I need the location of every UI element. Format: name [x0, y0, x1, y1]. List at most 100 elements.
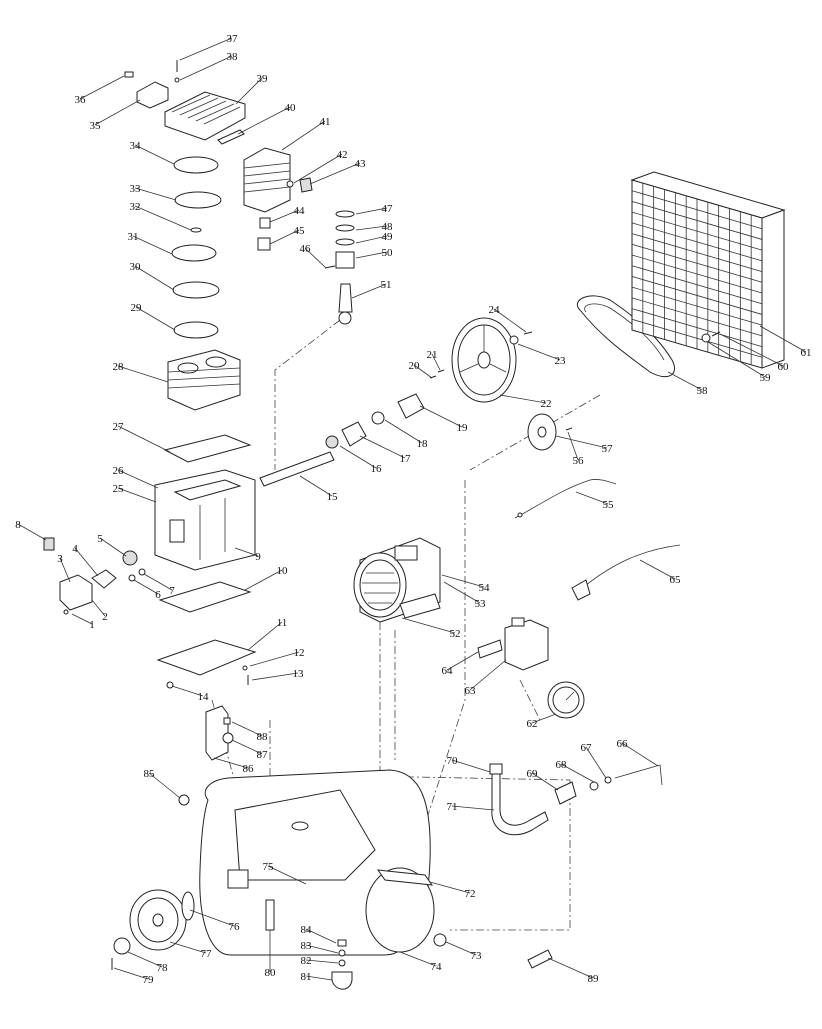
fitting-44: [259, 217, 271, 229]
leader-line-67: [585, 746, 607, 779]
leader-line-50: [355, 251, 388, 259]
callout-84: 84: [301, 924, 313, 936]
callout-69: 69: [527, 768, 539, 780]
callout-4: 4: [72, 543, 78, 555]
filter-grid-line: [631, 308, 763, 347]
bearing-16: [325, 435, 339, 449]
callout-2: 2: [102, 611, 108, 623]
callout-81: 81: [301, 971, 312, 983]
callout-38: 38: [227, 51, 239, 63]
callout-20: 20: [409, 360, 421, 372]
screw-14: [166, 681, 174, 689]
gasket-29: [173, 321, 219, 339]
foot-76: [227, 869, 249, 889]
callout-63: 63: [465, 685, 477, 697]
leader-line-19: [419, 405, 463, 428]
leader-line-85: [148, 772, 181, 799]
leader-line-73: [445, 941, 477, 956]
plate-17: [341, 421, 367, 447]
leader-line-71: [451, 805, 495, 811]
belt-inner-58: [584, 303, 665, 361]
ring-68: [589, 781, 599, 791]
leader-line-81: [305, 975, 333, 981]
callout-23: 23: [555, 355, 567, 367]
nut-43: [299, 177, 313, 193]
callout-79: 79: [143, 974, 155, 986]
callout-61: 61: [801, 347, 812, 359]
screw-21: [437, 369, 445, 373]
leader-line-33: [134, 187, 177, 201]
leader-line-74: [399, 951, 437, 967]
callout-3: 3: [57, 553, 63, 565]
callout-10: 10: [277, 565, 289, 577]
leader-line-13: [251, 672, 299, 681]
callout-33: 33: [130, 183, 142, 195]
leader-line-58: [667, 371, 703, 391]
callout-64: 64: [442, 665, 454, 677]
leader-line-41: [281, 120, 326, 151]
filter-grid-line: [631, 286, 763, 326]
valve-69: [554, 781, 577, 805]
screw-60: [711, 331, 721, 337]
callout-40: 40: [285, 102, 297, 114]
leader-line-72: [429, 881, 471, 894]
callout-14: 14: [198, 691, 210, 703]
leader-line-30: [134, 265, 175, 291]
head-cover-39: [164, 91, 246, 141]
bolt-24: [523, 331, 533, 335]
leader-line-57: [555, 435, 608, 449]
washer-83: [338, 949, 346, 957]
callout-39: 39: [257, 73, 269, 85]
leader-line-52: [401, 617, 456, 634]
port-75: [291, 821, 309, 831]
callout-53: 53: [475, 598, 487, 610]
washer-67: [604, 776, 612, 784]
tank: [178, 769, 447, 990]
callout-34: 34: [130, 140, 142, 152]
leader-line-20: [413, 364, 433, 379]
callout-68: 68: [556, 759, 568, 771]
leader-line-79: [113, 967, 149, 980]
leader-line-1: [71, 613, 93, 625]
belt-58: [577, 295, 675, 378]
callout-6: 6: [155, 589, 161, 601]
block-35: [136, 81, 169, 109]
piston-50: [335, 251, 355, 269]
plate-31: [171, 244, 217, 262]
callout-58: 58: [697, 385, 709, 397]
leader-line-15: [299, 475, 333, 497]
cylinder-28: [167, 349, 241, 411]
callout-87: 87: [257, 749, 269, 761]
filter-grid-line: [631, 190, 763, 230]
callout-80: 80: [265, 967, 277, 979]
fitting-88: [223, 717, 231, 725]
leader-line-32: [134, 205, 192, 231]
callout-16: 16: [371, 463, 383, 475]
filter-grid-line: [631, 211, 763, 251]
ring-48: [335, 224, 355, 232]
leader-line-14: [171, 685, 204, 697]
callout-86: 86: [243, 763, 255, 775]
callout-43: 43: [355, 158, 367, 170]
leader-line-87: [231, 739, 263, 755]
leader-line-3: [59, 557, 71, 583]
callout-25: 25: [113, 483, 125, 495]
callout-29: 29: [131, 302, 143, 314]
callout-74: 74: [431, 961, 443, 973]
pulley-hub-57: [537, 426, 547, 438]
base-plate-75: [234, 789, 376, 881]
callout-50: 50: [382, 247, 394, 259]
filter-grid-line: [631, 297, 763, 337]
leader-line-7: [143, 573, 173, 591]
leader-line-55: [575, 491, 609, 505]
cable-55: [514, 479, 617, 519]
crankshaft: [259, 317, 533, 487]
leader-line-23: [517, 343, 561, 361]
callout-18: 18: [417, 438, 429, 450]
outlet-pipes: [489, 763, 663, 969]
callout-8: 8: [15, 519, 21, 531]
ring-42: [286, 180, 294, 188]
callout-76: 76: [229, 921, 241, 933]
